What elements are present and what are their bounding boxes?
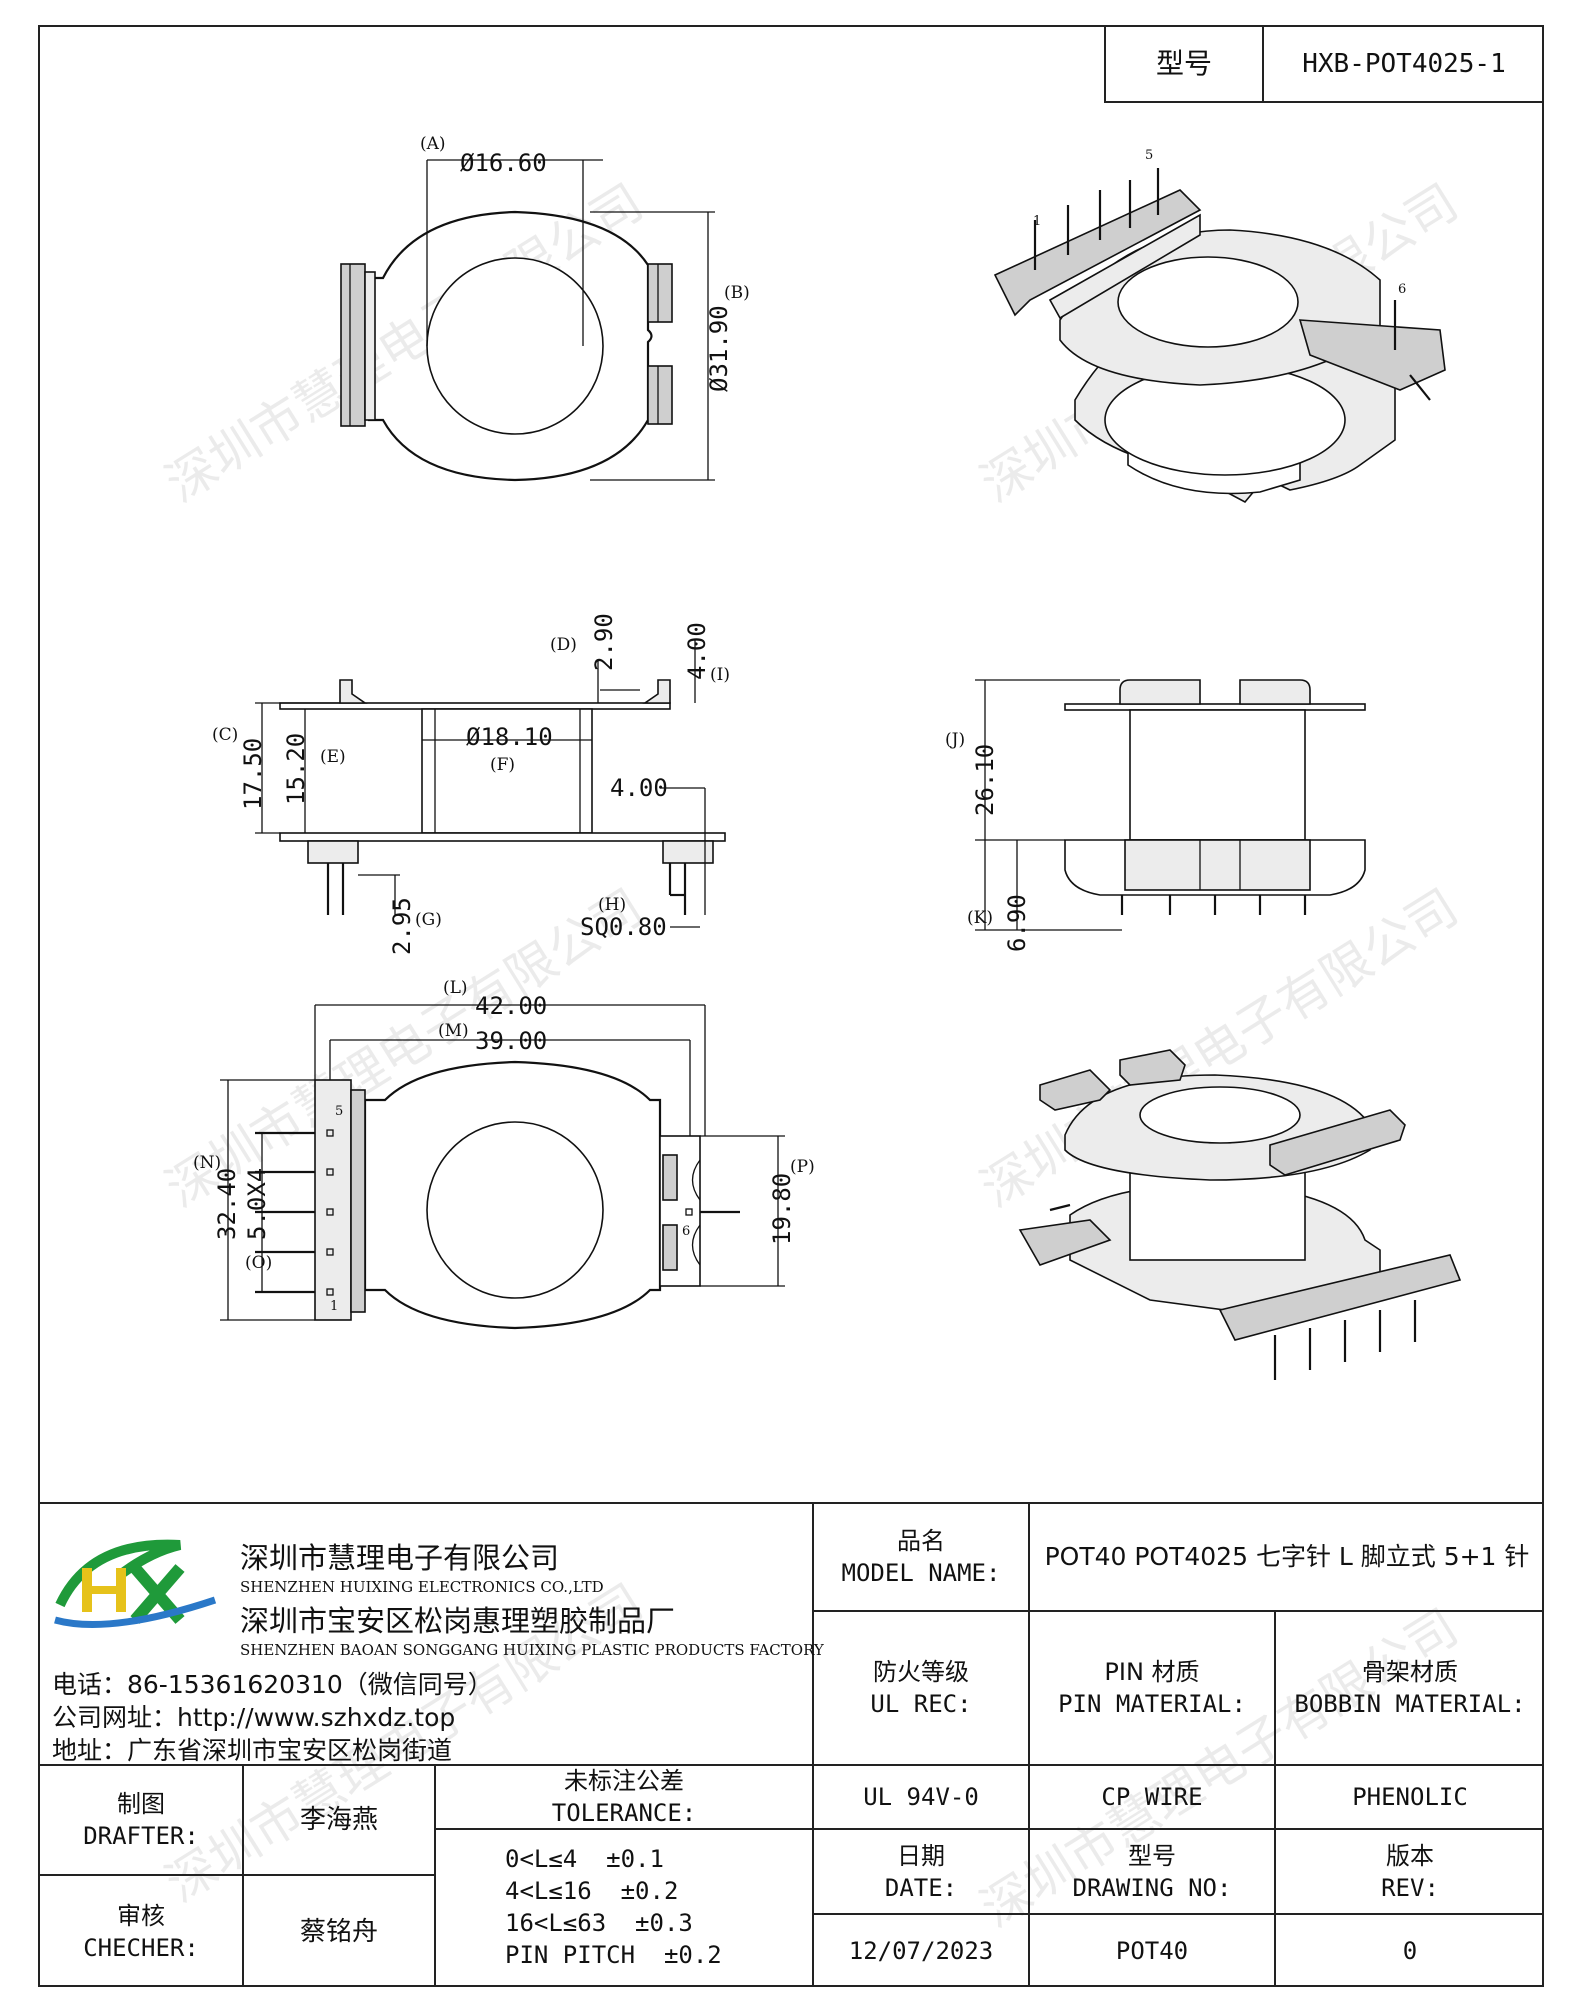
rev-value: 0 [1402,1937,1418,1965]
dim-o-letter: (O) [245,1253,272,1273]
bottom-pin-5: 5 [335,1104,343,1119]
header-divider-mid [1262,25,1264,103]
dim-a-letter: (A) [420,134,446,154]
row-company-bottom [38,1764,1544,1766]
dim-b-letter: (B) [724,283,750,303]
iso-view-bottom [1018,1049,1462,1380]
bottom-pin-1: 1 [330,1299,338,1314]
dim-pin-length-value: 4.00 [610,774,668,802]
date-value: 12/07/2023 [848,1937,994,1965]
title-block-col2 [1028,1502,1030,1987]
top-view: (A) Ø16.60 (B) Ø31.90 [340,134,750,482]
dim-d-value: 2.90 [590,613,618,671]
dim-c-letter: (C) [212,725,238,745]
header-model-label: 型号 [1155,47,1212,80]
side-view: (J) 26.10 (K) 6.90 [945,679,1366,952]
company-phone: 电话：86-15361620310（微信同号） [52,1670,493,1699]
row-values-bottom [812,1828,1544,1830]
bottom-view: 5 1 6 (L) 42.00 (M) 39.00 (N) 32.40 5.0X… [193,978,815,1330]
drawing-no-value: POT40 [1115,1937,1189,1965]
iso-view-top: 1 5 6 [993,148,1446,504]
technical-drawings: (A) Ø16.60 (B) Ø31.90 1 5 6 [193,134,1462,1380]
dim-j-letter: (J) [945,730,965,750]
tolerance-list: 0<L≤4 ±0.1 4<L≤16 ±0.2 16<L≤63 ±0.3 PIN … [505,1843,722,1971]
dim-g-value: 2.95 [388,897,416,955]
dim-k-value: 6.90 [1003,894,1031,952]
dim-a-value: Ø16.60 [460,149,547,177]
company-logo-icon [54,1539,217,1628]
dim-l-value: 42.00 [475,992,547,1020]
company-address: 地址：广东省深圳市宝安区松岗街道 [52,1736,453,1765]
row-model-bottom [812,1610,1544,1612]
dim-l-letter: (L) [443,978,468,998]
header-model-value: HXB-POT4025-1 [1302,49,1506,79]
title-block-divider [812,1502,814,1987]
dim-e-letter: (E) [320,747,346,767]
dim-i-value: 4.00 [683,622,711,680]
header-divider-left [1104,25,1106,103]
row-date-bottom [812,1913,1544,1915]
dim-g-letter: (G) [415,910,442,930]
dim-d-letter: (D) [550,635,577,655]
tolerance-row: 16<L≤63 ±0.3 [505,1909,693,1937]
iso-pin-6: 6 [1398,282,1406,297]
dim-k-letter: (K) [967,908,993,928]
factory-name-cn: 深圳市宝安区松岗惠理塑胶制品厂 [240,1604,676,1638]
dim-o-value: 5.0X4 [243,1168,271,1240]
title-block-top [38,1502,1544,1504]
company-name-cn: 深圳市慧理电子有限公司 [240,1541,560,1575]
dim-h-letter: (H) [598,895,626,915]
dim-n-value: 32.40 [213,1168,241,1240]
tolerance-row: PIN PITCH ±0.2 [505,1941,722,1969]
company-website: 公司网址：http://www.szhxdz.top [52,1703,456,1732]
dim-j-value: 26.10 [971,744,999,816]
dim-n-letter: (N) [193,1153,221,1173]
drafter-name: 李海燕 [299,1805,378,1835]
tolerance-row: 0<L≤4 ±0.1 [505,1845,664,1873]
drawing-frame [38,25,1544,1987]
header-divider-bottom [1104,101,1544,103]
dim-m-value: 39.00 [475,1027,547,1055]
dim-f-value: Ø18.10 [466,723,553,751]
iso-pin-1: 1 [1033,214,1041,229]
model-name-value: POT40 POT4025 七字针 L 脚立式 5+1 针 [1044,1542,1530,1571]
tolerance-col [434,1764,436,1987]
dim-m-letter: (M) [438,1021,469,1041]
title-block-col3 [1274,1610,1276,1987]
bottom-pin-6: 6 [682,1224,690,1239]
row-drafter-bottom [38,1874,434,1876]
dim-b-value: Ø31.90 [705,305,733,392]
dim-e-value: 15.20 [282,733,310,805]
dim-p-value: 19.80 [768,1173,796,1245]
row-tolerance-bottom [434,1828,812,1830]
front-view: (C) 17.50 (E) 15.20 (D) 2.90 (I) 4.00 Ø1… [212,613,730,955]
dim-f-letter: (F) [490,755,515,775]
tolerance-row: 4<L≤16 ±0.2 [505,1877,679,1905]
factory-name-en: SHENZHEN BAOAN SONGGANG HUIXING PLASTIC … [240,1641,824,1659]
company-name-en: SHENZHEN HUIXING ELECTRONICS CO.,LTD [240,1578,604,1596]
checker-name: 蔡铭舟 [299,1916,378,1947]
dim-h-value: SQ0.80 [580,913,667,941]
ul-rec-value: UL 94V-0 [863,1783,979,1811]
pin-material-value: CP WIRE [1101,1783,1203,1811]
dim-c-value: 17.50 [239,738,267,810]
dim-i-letter: (I) [710,665,730,685]
iso-pin-5: 5 [1145,148,1153,163]
dim-p-letter: (P) [790,1157,815,1177]
drafter-col [242,1764,244,1987]
bobbin-material-value: PHENOLIC [1352,1783,1468,1811]
